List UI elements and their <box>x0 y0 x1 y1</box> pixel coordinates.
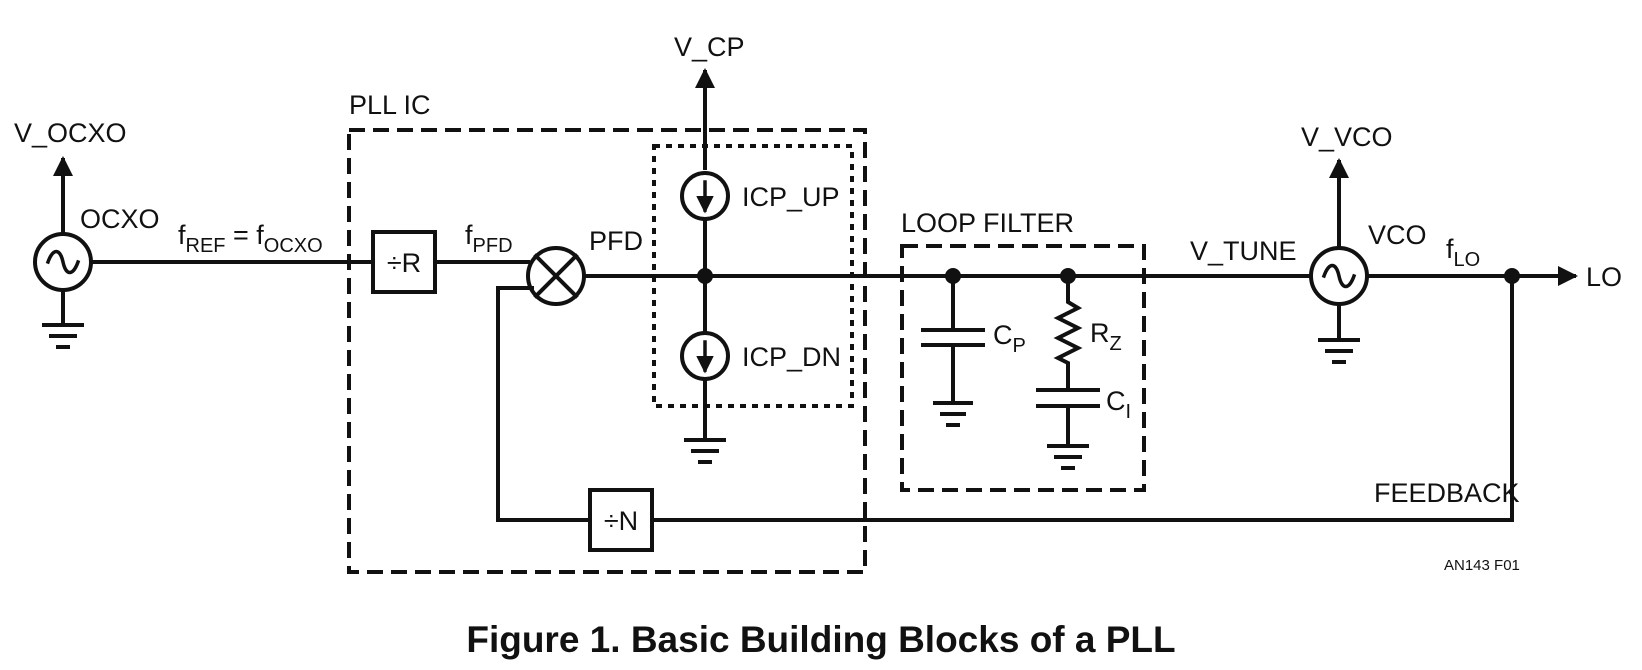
pll-ic-boundary <box>347 128 867 574</box>
icp-up-label: ICP_UP <box>742 182 840 212</box>
icp-dn-current-source <box>680 331 730 381</box>
v-tune-label: V_TUNE <box>1190 236 1297 266</box>
div-r-label: ÷R <box>387 248 421 278</box>
feedback-wire <box>650 274 1514 522</box>
f-lo-label: fLO <box>1446 234 1480 271</box>
v-vco-label: V_VCO <box>1301 122 1393 152</box>
pfd-mixer <box>526 246 586 306</box>
vco-source <box>1309 246 1369 306</box>
sine-wave-icon <box>45 249 81 275</box>
feedback-label: FEEDBACK <box>1374 478 1520 508</box>
icp-up-current-source <box>680 171 730 221</box>
ocxo-ground-icon <box>42 288 84 349</box>
lo-label: LO <box>1586 262 1622 292</box>
feedback-return-wire <box>496 286 592 522</box>
vco-label: VCO <box>1368 220 1427 250</box>
ci-label: CI <box>1106 386 1131 423</box>
rz-label: RZ <box>1090 318 1122 355</box>
cp-label: CP <box>993 320 1026 357</box>
cp-capacitor <box>921 274 985 427</box>
ocxo-label: OCXO <box>80 204 160 234</box>
f-ref-label: fREF = fOCXO <box>178 220 323 257</box>
figure-id: AN143 F01 <box>1444 557 1520 574</box>
rz-resistor <box>1053 274 1083 392</box>
ci-capacitor <box>1036 388 1100 470</box>
div-r-block <box>371 230 437 294</box>
charge-pump-ground-icon <box>684 377 726 464</box>
pfd-label: PFD <box>589 226 643 256</box>
f-pfd-label: fPFD <box>465 220 513 257</box>
v-cp-label: V_CP <box>674 32 745 62</box>
div-n-label: ÷N <box>604 506 638 536</box>
icp-dn-label: ICP_DN <box>742 342 841 372</box>
loop-filter-label: LOOP FILTER <box>901 208 1074 238</box>
figure-caption: Figure 1. Basic Building Blocks of a PLL <box>466 619 1175 660</box>
pll-ic-label: PLL IC <box>349 90 431 120</box>
ocxo-source <box>33 232 93 292</box>
div-n-block <box>588 488 654 552</box>
loop-filter-boundary <box>900 244 1146 492</box>
vco-ground-icon <box>1318 302 1360 364</box>
sine-wave-icon <box>1321 263 1357 289</box>
v-ocxo-label: V_OCXO <box>14 118 127 148</box>
